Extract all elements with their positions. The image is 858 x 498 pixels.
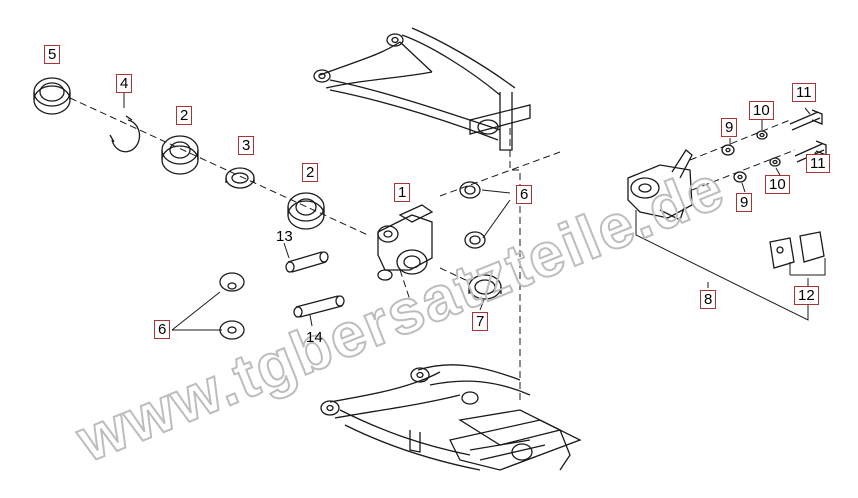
bushing-6-left-upper: [219, 272, 245, 292]
pin-13: [285, 251, 329, 273]
callout-10a: 10: [749, 101, 774, 120]
seal-7: [468, 274, 502, 300]
leader-lines: [123, 87, 826, 331]
callout-8: 8: [700, 290, 717, 309]
washer-9-top: [721, 144, 735, 156]
callout-5: 5: [44, 45, 61, 64]
callout-9a: 9: [721, 118, 738, 137]
brake-pads-12: [769, 231, 825, 269]
seal-5: [33, 77, 71, 115]
callout-11b: 11: [806, 154, 830, 173]
bearing-2-left: [161, 135, 199, 175]
spacer-3: [225, 167, 255, 189]
brake-caliper: [627, 149, 693, 221]
callout-1: 1: [394, 183, 411, 202]
callout-9b: 9: [736, 193, 753, 212]
callout-7: 7: [472, 312, 489, 331]
callout-13: 13: [276, 228, 293, 245]
pin-14: [293, 295, 345, 318]
lower-a-arm: [320, 364, 582, 471]
callout-3: 3: [238, 136, 255, 155]
callout-2b: 2: [302, 163, 319, 182]
assembly-axes: [69, 97, 796, 400]
washer-10-top: [756, 130, 768, 140]
bolt-11-top: [789, 109, 823, 131]
upper-a-arm: [313, 27, 531, 151]
callout-12: 12: [794, 286, 819, 305]
callout-4: 4: [116, 74, 133, 93]
circlip-4: [109, 115, 141, 153]
callout-11a: 11: [792, 83, 816, 102]
washer-10-bottom: [769, 157, 781, 167]
bearing-2-right: [287, 192, 325, 230]
callout-2a: 2: [176, 106, 193, 125]
bushing-6-mid: [464, 231, 486, 249]
callout-10b: 10: [765, 175, 790, 194]
bushing-6-left-lower: [219, 320, 245, 340]
washer-9-bottom: [733, 171, 747, 183]
callout-6b: 6: [154, 320, 171, 339]
callout-6a: 6: [516, 185, 533, 204]
bushing-6-upper: [459, 181, 481, 199]
callout-14: 14: [306, 329, 323, 346]
knuckle-housing: [377, 204, 434, 281]
